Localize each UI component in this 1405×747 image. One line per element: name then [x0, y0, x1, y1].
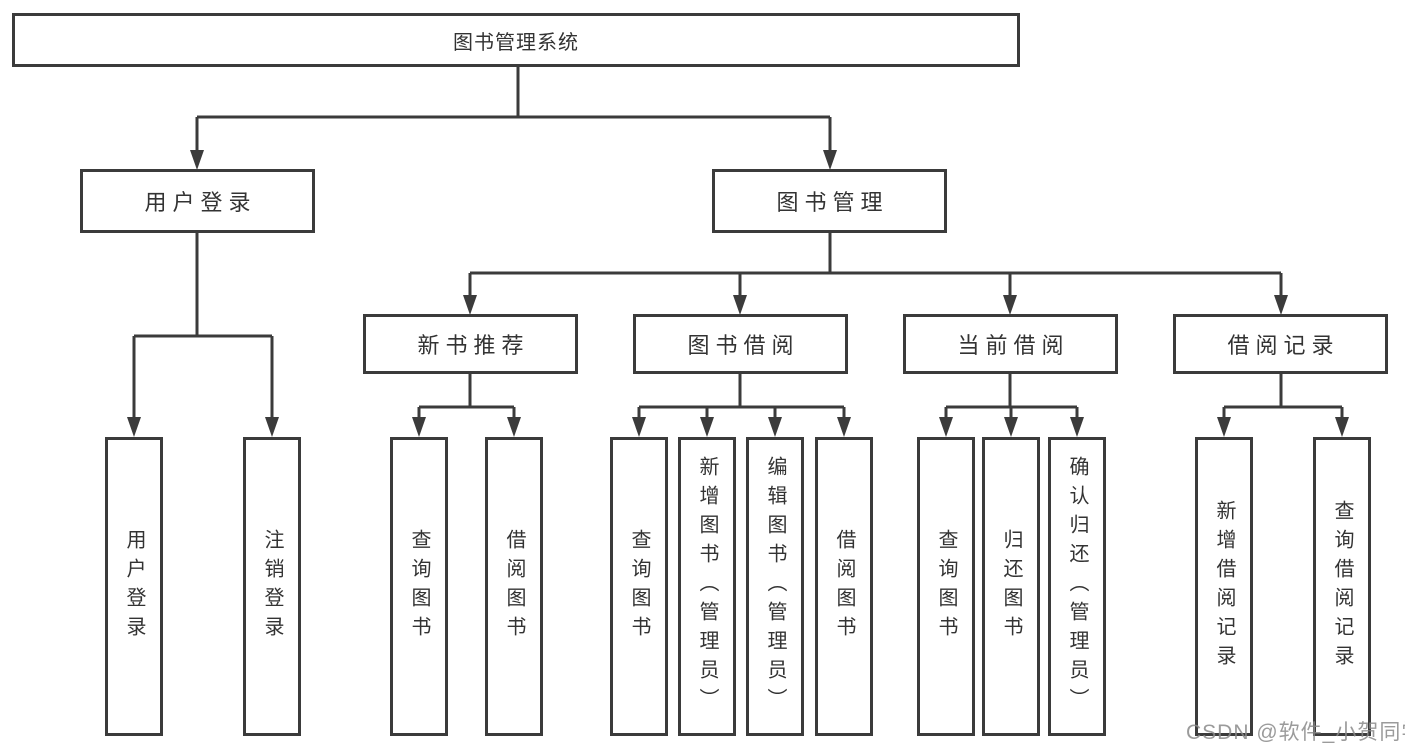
node-root-label: 图书管理系统: [453, 31, 579, 54]
leaf-current-return-books-label: 归还图书: [1000, 528, 1022, 645]
leaf-logout-label: 注销登录: [261, 528, 283, 645]
leaf-borrow-add-books-admin: 新增图书（管理员）: [678, 437, 736, 736]
leaf-records-add-record-label: 新增借阅记录: [1213, 499, 1235, 674]
leaf-records-add-record: 新增借阅记录: [1195, 437, 1253, 736]
node-user-login: 用户登录: [80, 169, 315, 233]
leaf-current-query-books: 查询图书: [917, 437, 975, 736]
node-current-borrow: 当前借阅: [903, 314, 1118, 374]
leaf-borrow-query-books: 查询图书: [610, 437, 668, 736]
leaf-borrow-edit-books-admin-label: 编辑图书（管理员）: [764, 456, 786, 717]
node-borrow-records-label: 借阅记录: [1227, 333, 1340, 358]
leaf-current-confirm-return-admin-label: 确认归还（管理员）: [1066, 456, 1088, 717]
leaf-borrow-borrow-books-label: 借阅图书: [833, 528, 855, 645]
leaf-borrow-edit-books-admin: 编辑图书（管理员）: [746, 437, 804, 736]
csdn-watermark: CSDN @软件_小贺同学: [1186, 721, 1405, 744]
node-user-login-label: 用户登录: [144, 190, 257, 215]
node-book-management-label: 图书管理: [776, 190, 889, 215]
leaf-current-confirm-return-admin: 确认归还（管理员）: [1048, 437, 1106, 736]
leaf-records-query-record-label: 查询借阅记录: [1331, 499, 1353, 674]
leaf-records-query-record: 查询借阅记录: [1313, 437, 1371, 736]
node-new-book-recommend: 新书推荐: [363, 314, 578, 374]
node-borrow-records: 借阅记录: [1173, 314, 1388, 374]
leaf-user-login: 用户登录: [105, 437, 163, 736]
node-book-borrow: 图书借阅: [633, 314, 848, 374]
leaf-borrow-borrow-books: 借阅图书: [815, 437, 873, 736]
leaf-borrow-query-books-label: 查询图书: [628, 528, 650, 645]
leaf-logout: 注销登录: [243, 437, 301, 736]
leaf-newrec-borrow-books: 借阅图书: [485, 437, 543, 736]
leaf-newrec-query-books-label: 查询图书: [408, 528, 430, 645]
leaf-user-login-label: 用户登录: [123, 528, 145, 645]
leaf-newrec-query-books: 查询图书: [390, 437, 448, 736]
leaf-borrow-add-books-admin-label: 新增图书（管理员）: [696, 456, 718, 717]
leaf-current-return-books: 归还图书: [982, 437, 1040, 736]
arrowhead-group: [127, 150, 1349, 437]
node-root: 图书管理系统: [12, 13, 1020, 67]
node-new-book-recommend-label: 新书推荐: [417, 333, 530, 358]
node-book-management: 图书管理: [712, 169, 947, 233]
leaf-current-query-books-label: 查询图书: [935, 528, 957, 645]
node-current-borrow-label: 当前借阅: [957, 333, 1070, 358]
node-book-borrow-label: 图书借阅: [687, 333, 800, 358]
leaf-newrec-borrow-books-label: 借阅图书: [503, 528, 525, 645]
